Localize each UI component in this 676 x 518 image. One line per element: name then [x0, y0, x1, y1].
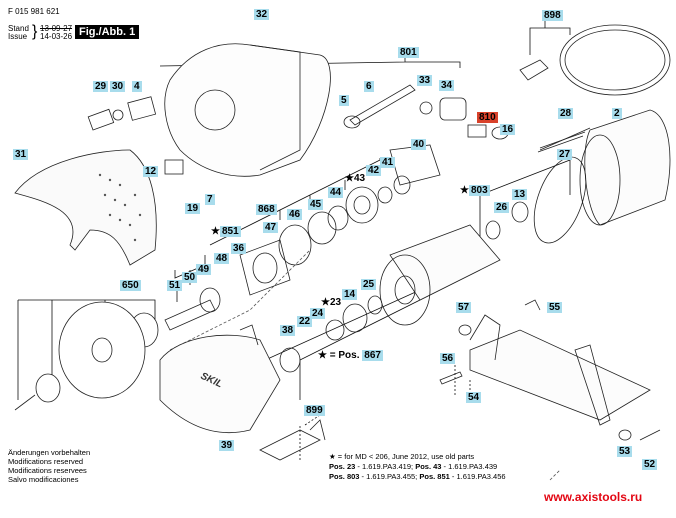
callout-36: 36: [231, 243, 247, 254]
callout-57: 57: [456, 302, 472, 313]
callout-56: 56: [440, 353, 456, 364]
callout-34: 34: [439, 80, 455, 91]
issue-label: Issue: [8, 32, 28, 41]
callout-55: 55: [547, 302, 563, 313]
callout-51: 51: [167, 280, 183, 291]
website-link[interactable]: www.axistools.ru: [544, 490, 643, 504]
callout-803: ★803: [460, 185, 490, 196]
callout-31: 31: [13, 149, 29, 160]
callout-38: 38: [280, 325, 296, 336]
callout-12: 12: [143, 166, 159, 177]
stator-shape: [584, 109, 671, 226]
callout-13: 13: [512, 189, 528, 200]
brace-icon: }: [32, 23, 38, 40]
callout-50: 50: [182, 272, 198, 283]
callout-22: 22: [297, 316, 313, 327]
footnote: ★ = for MD < 206, June 2012, use old par…: [329, 452, 506, 482]
callout-810: 810: [477, 112, 498, 123]
star-legend: ★ = Pos. 867: [318, 350, 383, 361]
figure-label: Fig./Abb. 1: [75, 25, 140, 39]
callout-29: 29: [93, 81, 109, 92]
callout-52: 52: [642, 459, 658, 470]
callout-54: 54: [466, 392, 482, 403]
callout-7: 7: [205, 194, 215, 205]
callout-23: ★23: [321, 297, 342, 308]
callout-27: 27: [557, 149, 573, 160]
callout-42: 42: [366, 165, 382, 176]
callout-41: 41: [380, 157, 396, 168]
armature-shape: [389, 224, 501, 301]
lower-guard-shape: [14, 149, 157, 266]
callout-868: 868: [256, 204, 277, 215]
callout-2: 2: [612, 108, 622, 119]
callout-26: 26: [494, 202, 510, 213]
callout-46: 46: [287, 209, 303, 220]
callout-43: ★43: [345, 173, 366, 184]
callout-4: 4: [132, 81, 142, 92]
footnote-star-line: ★ = for MD < 206, June 2012, use old par…: [329, 452, 475, 461]
callout-650: 650: [120, 280, 141, 291]
callout-898: 898: [542, 10, 563, 21]
callout-48: 48: [214, 253, 230, 264]
callout-33: 33: [417, 75, 433, 86]
callout-49: 49: [196, 264, 212, 275]
callout-16: 16: [500, 124, 516, 135]
footnote-pos-line-1: Pos. 23 - 1.619.PA3.419; Pos. 43 - 1.619…: [329, 462, 498, 471]
issue-date: 14-03-26: [40, 32, 73, 41]
base-plate-shape: [469, 329, 651, 421]
callout-40: 40: [411, 139, 427, 150]
callout-899: 899: [304, 405, 325, 416]
callout-30: 30: [110, 81, 126, 92]
callout-19: 19: [185, 203, 201, 214]
callout-5: 5: [339, 95, 349, 106]
stand-label: Stand: [8, 24, 29, 33]
callout-25: 25: [361, 279, 377, 290]
diamond-blade-shape: [58, 301, 146, 399]
upper-guard-shape: [159, 334, 281, 434]
footnote-pos-line-2: Pos. 803 - 1.619.PA3.455; Pos. 851 - 1.6…: [329, 472, 506, 481]
callout-14: 14: [342, 289, 358, 300]
callout-53: 53: [617, 446, 633, 457]
callout-851: ★851: [211, 226, 241, 237]
callout-47: 47: [263, 222, 279, 233]
callout-6: 6: [364, 81, 374, 92]
callout-24: 24: [310, 308, 326, 319]
gear-housing-shape: [164, 43, 331, 177]
callout-45: 45: [308, 199, 324, 210]
callout-28: 28: [558, 108, 574, 119]
callout-32: 32: [254, 9, 270, 20]
callout-44: 44: [328, 187, 344, 198]
modifications-notice: Änderungen vorbehalten Modifications res…: [8, 448, 91, 484]
stand-date: 13-09-27: [40, 24, 73, 33]
part-number: F 015 981 621: [8, 7, 60, 16]
callout-801: 801: [398, 47, 419, 58]
callout-39: 39: [219, 440, 235, 451]
